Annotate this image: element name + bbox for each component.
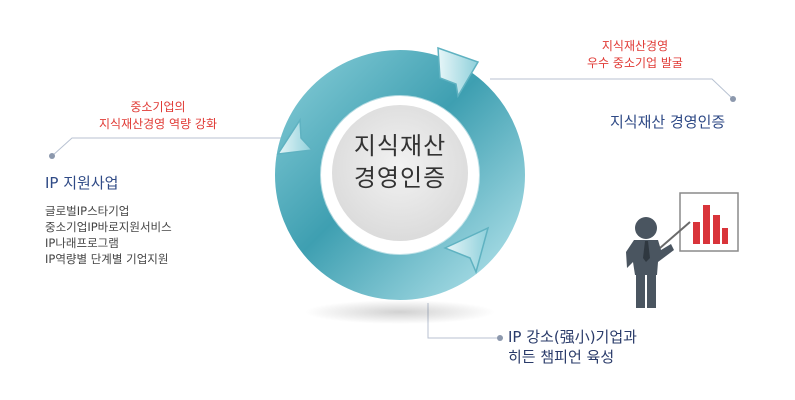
left-caption: 중소기업의 지식재산경영 역량 강화 [88,99,228,133]
bottom-title: IP 강소(强小)기업과 히든 챔피언 육성 [508,327,637,367]
presenter-chart-icon [626,192,739,308]
top-right-caption-line-1: 지식재산경영 [601,39,669,53]
presenter-leg-left [636,274,645,308]
center-disc [332,105,468,241]
chart-bar-3 [713,215,720,244]
presenter-body [626,240,674,275]
left-item: 글로벌IP스타기업 [45,204,130,218]
connector-dots [49,96,736,341]
dot-left [49,153,55,159]
connector-left [51,137,283,157]
center-title: 지식재산 경영인증 [330,130,470,194]
center-line-2: 경영인증 [353,164,447,192]
arrow-top-right-icon [437,46,480,99]
bottom-title-line-2: 히든 챔피언 육성 [508,348,615,366]
left-title: IP 지원사업 [45,174,119,192]
arrow-bottom-right-icon [443,226,490,275]
left-item: 중소기업IP바로지원서비스 [45,220,172,234]
left-item: IP역량별 단계별 기업지원 [45,252,169,266]
cycle-arrows [276,46,490,275]
top-right-caption: 지식재산경영 우수 중소기업 발굴 [580,38,690,72]
presenter-head [635,217,657,239]
presenter-tie [643,241,650,262]
left-item: IP나래프로그램 [45,236,119,250]
ring-inner-edge [320,95,480,255]
top-right-title: 지식재산 경영인증 [610,113,726,131]
top-right-caption-line-2: 우수 중소기업 발굴 [587,56,683,70]
left-caption-line-1: 중소기업의 [130,100,186,114]
cycle-ring [275,50,525,300]
arrow-left-icon [276,117,314,155]
presenter-leg-right [647,274,656,308]
bottom-title-line-1: IP 강소(强小)기업과 [508,328,637,346]
center-line-1: 지식재산 [353,132,447,160]
chart-bar-1 [693,222,700,244]
left-caption-line-2: 지식재산경영 역량 강화 [98,117,218,131]
dot-bottom [497,335,503,341]
left-item-list: 글로벌IP스타기업 중소기업IP바로지원서비스 IP나래프로그램 IP역량별 단… [45,203,172,267]
dot-top-right [730,96,736,102]
ring-shadow [305,300,495,324]
chart-bar-2 [703,205,710,244]
chart-bar-4 [722,228,728,244]
connector-top-right [490,78,734,100]
pointer-stick [659,221,691,249]
